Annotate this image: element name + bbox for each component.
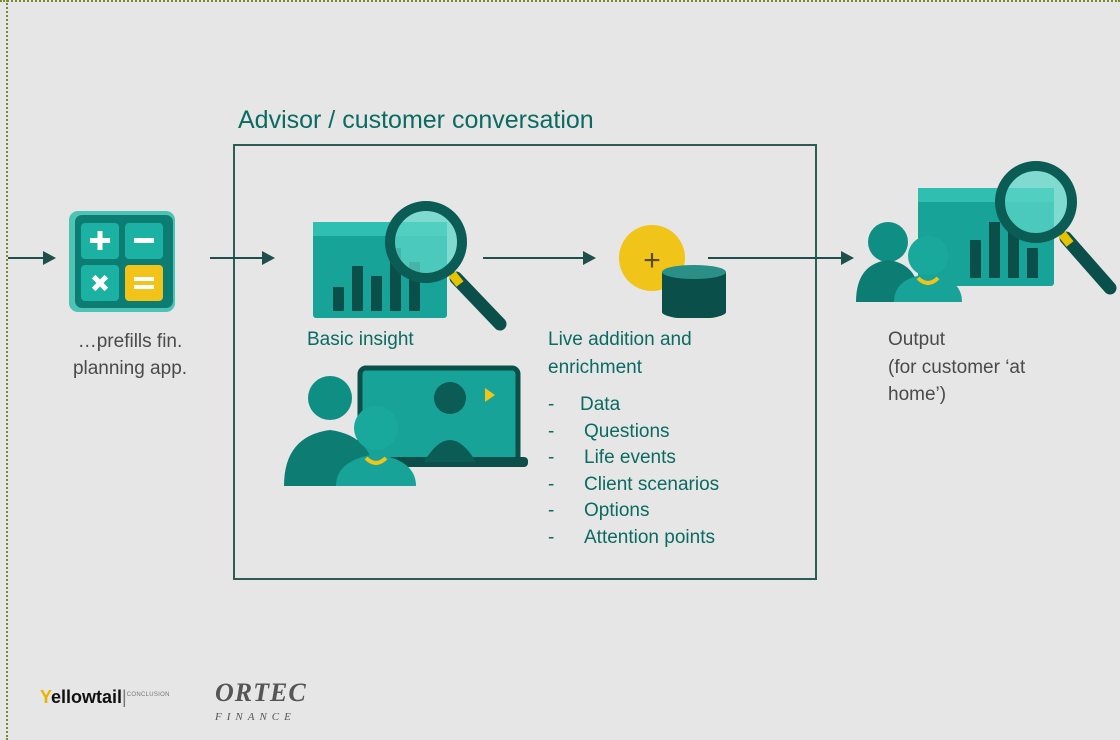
list-dash: - [548, 500, 555, 521]
basic-insight-label: Basic insight [307, 329, 414, 350]
output-label-line-3: home’) [888, 384, 947, 405]
list-item: - Questions [548, 419, 719, 446]
list-item-text: Questions [584, 420, 670, 442]
live-addition-label-line-2: enrichment [548, 357, 642, 378]
list-dash: - [548, 447, 555, 468]
calculator-label-line-2: planning app. [72, 358, 188, 379]
list-item-text: Attention points [584, 526, 715, 548]
arrow-insight-to-live [483, 251, 596, 265]
dotted-border-top [0, 0, 1120, 2]
conversation-box [233, 144, 817, 580]
yellowtail-logo-separator: | [122, 687, 127, 707]
list-dash: - [548, 394, 555, 415]
conversation-box-title: Advisor / customer conversation [238, 106, 594, 134]
arrow-live-to-output [708, 251, 854, 265]
list-item: - Client scenarios [548, 472, 719, 499]
output-label-line-2: (for customer ‘at [888, 357, 1026, 378]
output-customers-chart-icon [856, 161, 1117, 302]
plus-symbol: + [643, 244, 661, 277]
yellowtail-logo-y: Y [40, 687, 52, 707]
arrow-calculator-to-insight [210, 251, 275, 265]
list-item: - Options [548, 498, 719, 525]
list-item-text: Data [580, 394, 621, 415]
dotted-border-left [6, 0, 8, 740]
calculator-label-line-1: …prefills fin. [77, 331, 183, 352]
calculator-icon [69, 211, 175, 312]
live-items-list: - Data - Questions - Life events - Client sc… [548, 392, 719, 551]
yellowtail-logo: Yellowtail|CONCLUSION [40, 687, 170, 708]
list-dash: - [548, 526, 555, 548]
list-item-text: Life events [584, 447, 676, 468]
output-label-line-1: Output [888, 329, 946, 350]
plus-database-icon: + [619, 225, 726, 318]
list-item: - Attention points [548, 525, 719, 552]
list-item: - Life events [548, 445, 719, 472]
yellowtail-logo-text: ellowtail [51, 687, 123, 707]
list-dash: - [548, 420, 555, 442]
list-dash: - [548, 473, 555, 495]
ortec-logo: ORTEC [215, 678, 307, 707]
conclusion-text: CONCLUSION [126, 692, 170, 698]
advisor-video-call-icon [284, 365, 528, 486]
list-item: - Data [548, 392, 719, 419]
list-item-text: Options [584, 500, 650, 521]
arrow-into-calculator [8, 251, 56, 265]
insight-chart-magnifier-icon [313, 201, 507, 331]
list-item-text: Client scenarios [584, 473, 720, 495]
ortec-finance-subtitle: FINANCE [215, 711, 296, 723]
live-addition-label-line-1: Live addition and [548, 329, 692, 350]
